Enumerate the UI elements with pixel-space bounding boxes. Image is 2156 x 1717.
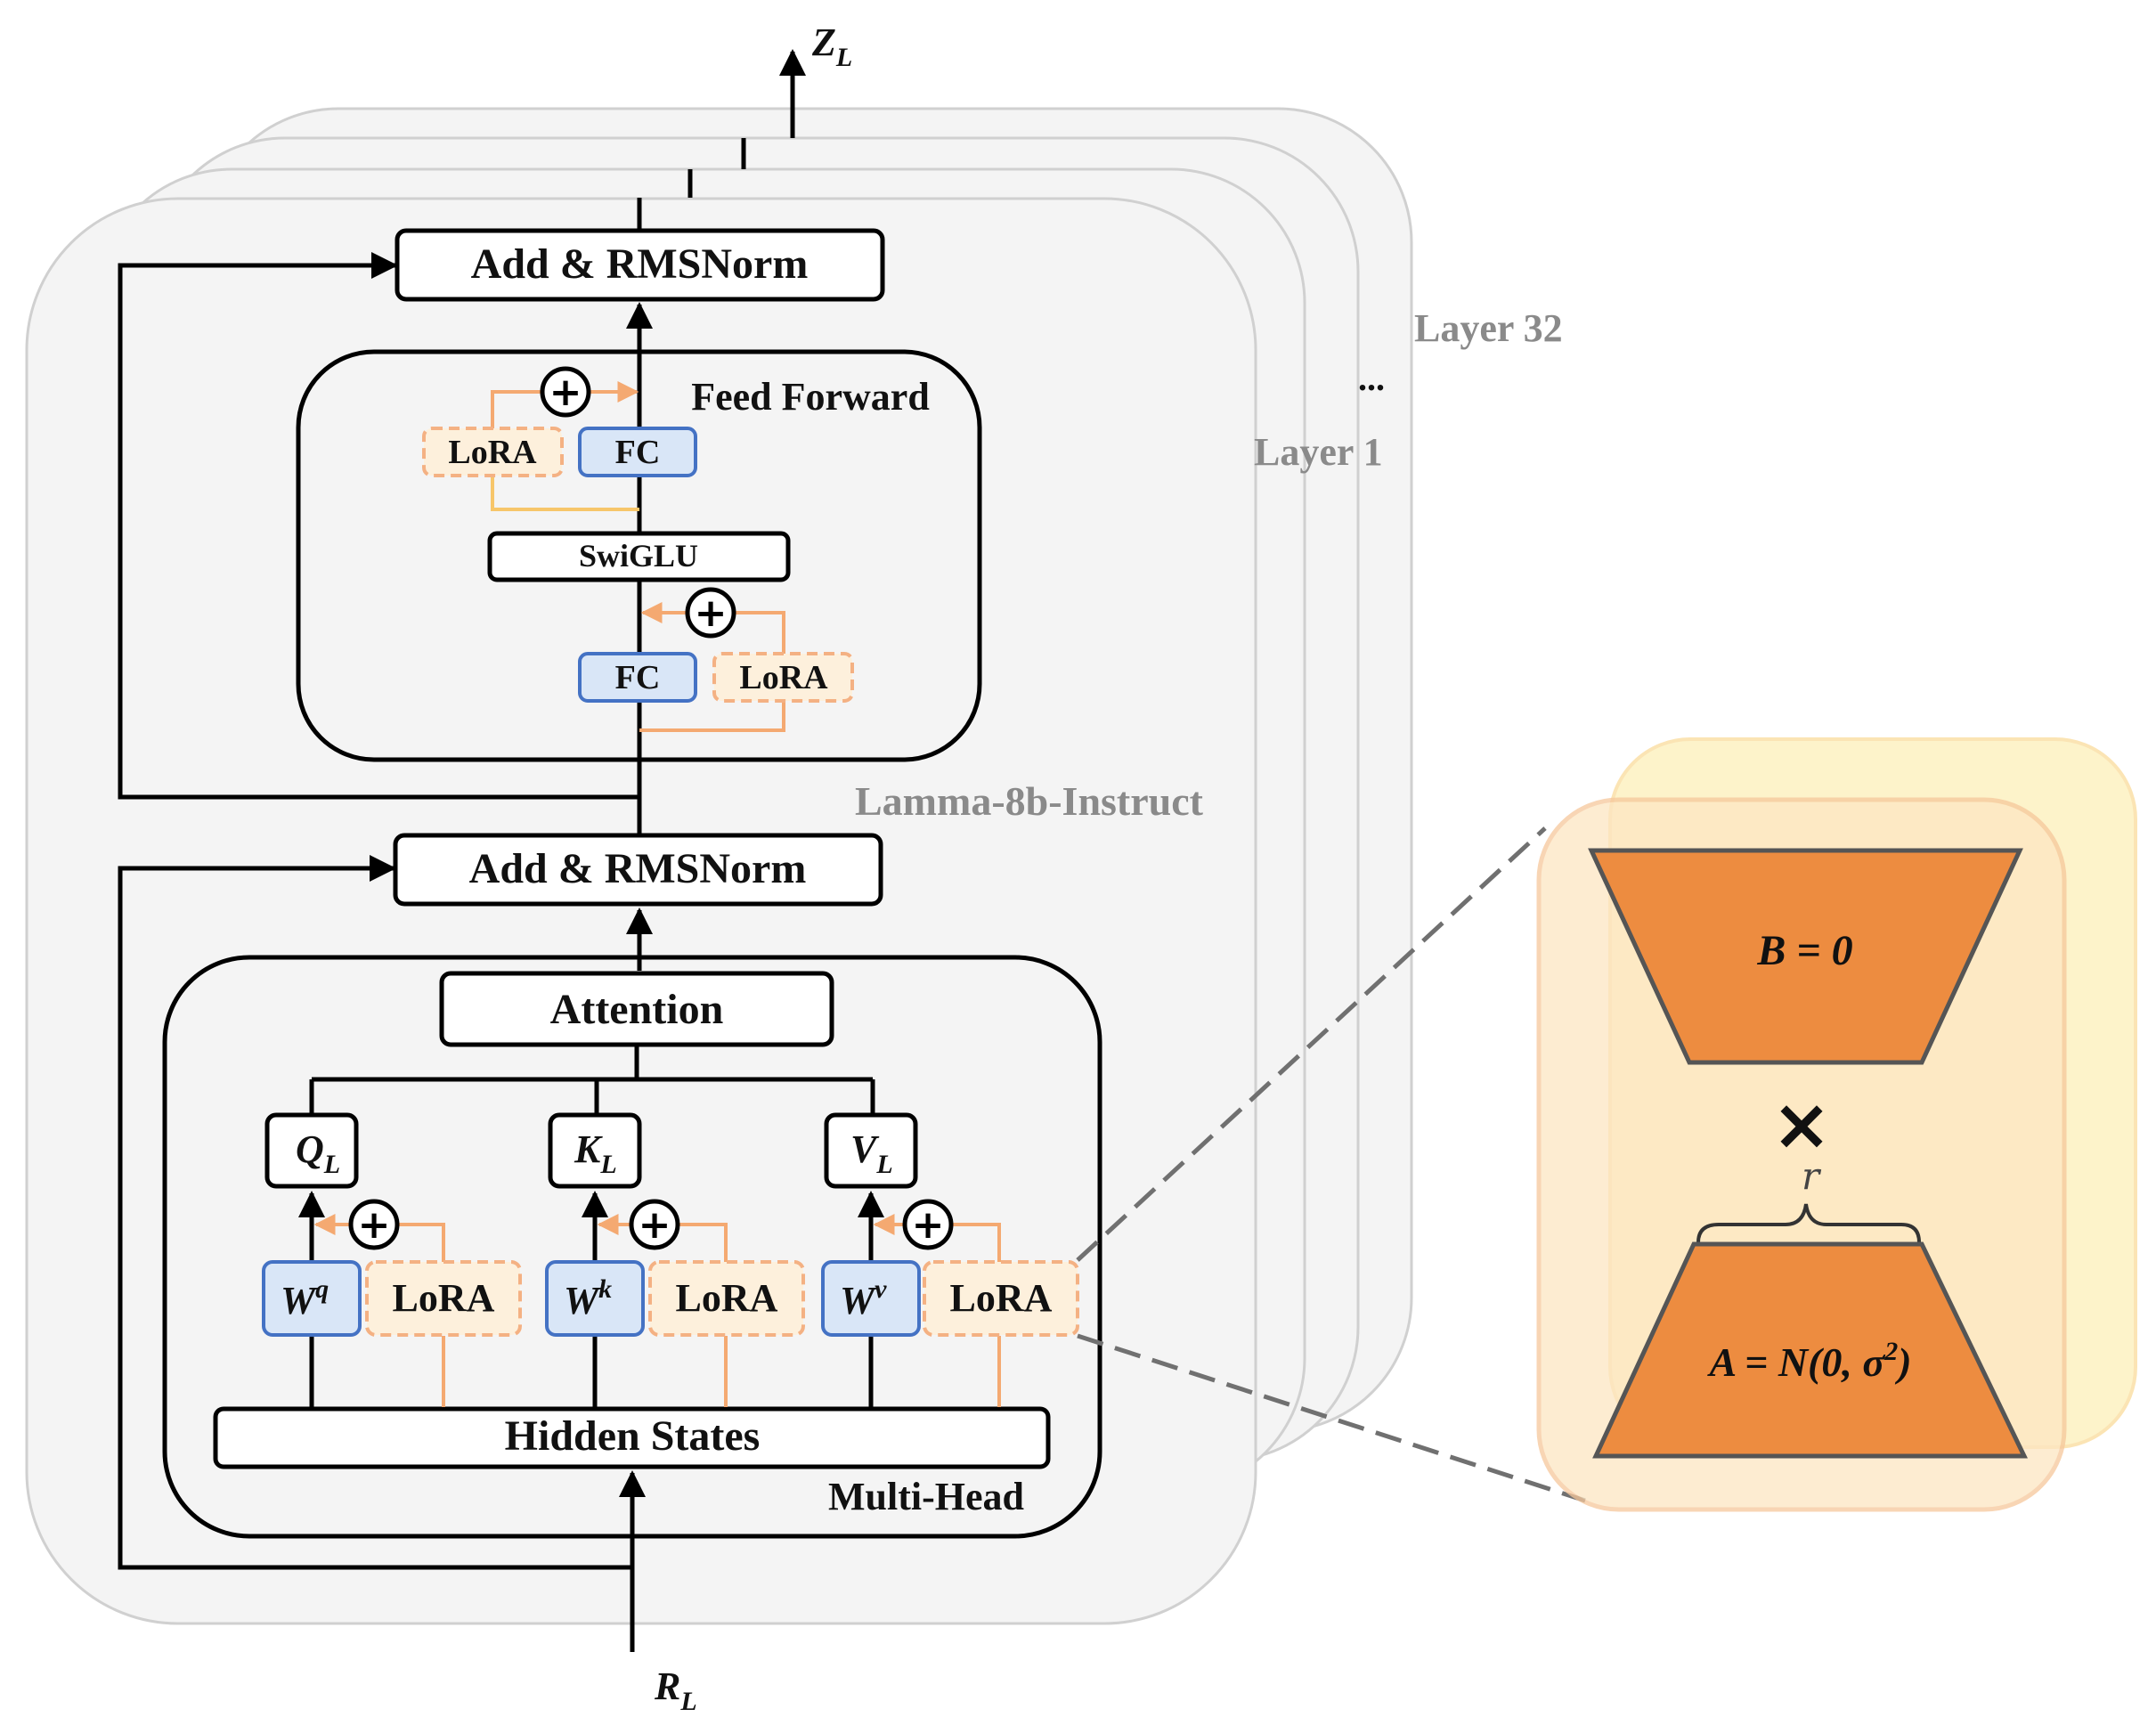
q-plus-glyph: + (358, 1202, 391, 1248)
times-symbol: × (1771, 1083, 1831, 1166)
model-name-label: Lamma-8b-Instruct (855, 778, 1204, 824)
b-matrix-label: B = 0 (1756, 927, 1852, 974)
ff-lora-bottom-in (639, 701, 785, 732)
ff-lora-top-in (491, 476, 639, 511)
ff-lora-bottom-box (712, 652, 854, 703)
v-plus (902, 1199, 954, 1250)
v-lora-label: LoRA (950, 1276, 1053, 1320)
ff-lora-top-box (422, 427, 564, 477)
k-plus-glyph: + (639, 1202, 671, 1248)
q-weight-box (262, 1260, 362, 1337)
ff-fc-bottom-label: FC (615, 659, 661, 696)
swiglu-box (487, 531, 791, 582)
hidden-states-box (213, 1406, 1051, 1469)
ff-plus-bottom-glyph: + (695, 590, 728, 636)
ff-plus-bottom (685, 587, 736, 639)
v-out-box (824, 1112, 918, 1189)
ff-fc-top-box (578, 427, 697, 477)
rank-brace (1696, 1203, 1921, 1243)
head-v: VL + Wv LoRA (821, 1112, 1079, 1407)
q-out-label: QL (296, 1127, 340, 1179)
output-label: ZL (811, 20, 852, 72)
k-weight-box (545, 1260, 645, 1337)
input-label: RL (654, 1664, 697, 1716)
residual-bottom-line (118, 855, 632, 1570)
k-out-label: KL (574, 1127, 617, 1179)
v-lora-box (923, 1260, 1079, 1337)
ff-plus-top (540, 366, 591, 418)
k-weight-label: Wk (564, 1274, 612, 1322)
rank-label: r (1802, 1154, 1822, 1198)
layer-first-label: Layer 1 (1254, 430, 1383, 474)
k-lora-label: LoRA (676, 1276, 778, 1320)
layer-top-label: Layer 32 (1414, 306, 1563, 350)
add-norm-top-label: Add & RMSNorm (471, 240, 809, 288)
residual-top-line (118, 252, 639, 800)
k-out-box (548, 1112, 642, 1189)
v-weight-label: Wv (840, 1274, 887, 1322)
ff-lora-bottom-label: LoRA (739, 659, 828, 696)
lora-detail-panel: B = 0 × r A = N(0, σ2) (1536, 737, 2137, 1512)
a-matrix-trapezoid (1592, 1241, 2028, 1459)
feed-forward-title: Feed Forward (691, 375, 930, 419)
q-lora-box (365, 1260, 522, 1337)
k-plus (629, 1199, 680, 1250)
ff-fc-top-label: FC (615, 434, 661, 471)
hidden-states-label: Hidden States (505, 1412, 761, 1460)
k-lora-box (648, 1260, 805, 1337)
ff-lora-top-label: LoRA (448, 434, 537, 471)
q-out-box (264, 1112, 359, 1189)
v-plus-glyph: + (912, 1202, 945, 1248)
zoom-line-bottom (1077, 1333, 1586, 1503)
b-matrix-trapezoid (1588, 848, 2023, 1065)
v-out-label: VL (850, 1127, 893, 1179)
add-norm-bottom-label: Add & RMSNorm (469, 845, 807, 892)
zoom-line-top (1076, 826, 1547, 1262)
swiglu-label: SwiGLU (579, 538, 698, 574)
q-lora-label: LoRA (393, 1276, 495, 1320)
v-weight-box (821, 1260, 921, 1337)
q-plus (348, 1199, 400, 1250)
q-weight-label: Wq (281, 1274, 329, 1322)
ff-plus-top-glyph: + (549, 370, 582, 415)
attention-label: Attention (550, 986, 724, 1033)
ff-fc-bottom-box (578, 652, 697, 703)
layer-ellipsis: ... (1358, 358, 1385, 398)
head-q: QL + Wq LoRA (262, 1112, 522, 1407)
multi-head-title: Multi-Head (828, 1475, 1024, 1518)
head-k: KL + Wk LoRA (545, 1112, 805, 1407)
a-matrix-label: A = N(0, σ2) (1706, 1337, 1911, 1385)
